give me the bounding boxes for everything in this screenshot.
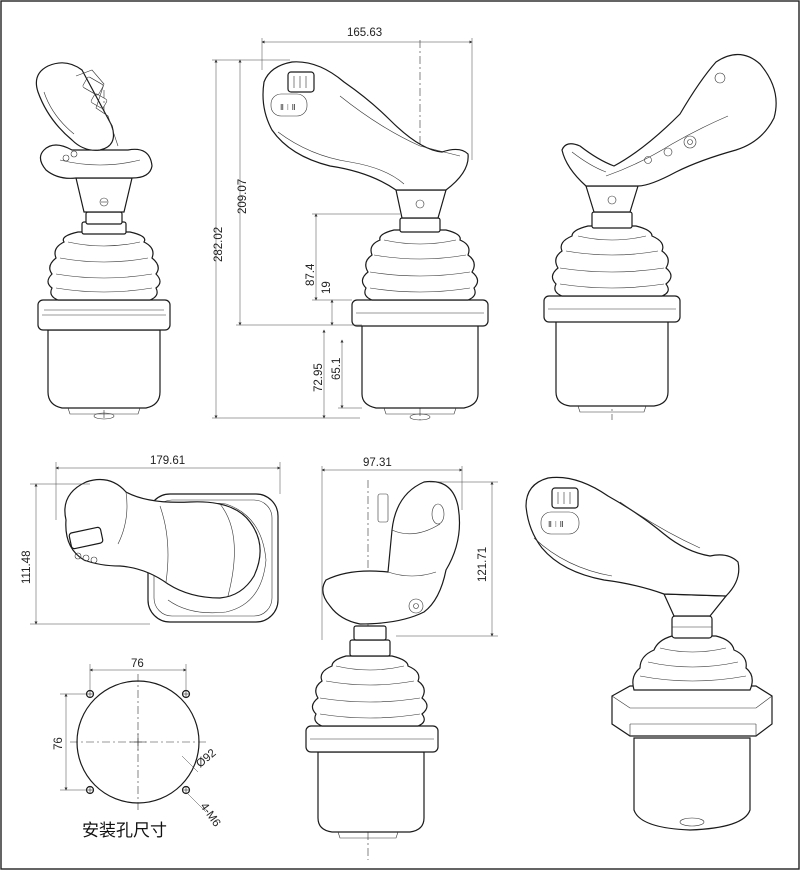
side-view: Ⅱ ⁝ Ⅱ [212,38,489,421]
dim-hole-spacing-x: 76 [131,658,144,670]
dim-top-depth: 111.48 [21,551,33,584]
dim-side-width: 165.63 [347,27,382,39]
rear-view [305,466,498,860]
dim-total-height: 282.02 [213,227,225,262]
dim-flange-thickness: 19 [321,281,333,294]
dim-handle-height: 209.07 [237,179,249,214]
dim-rear-width: 97.31 [363,457,392,469]
dim-rear-height: 121.71 [477,547,489,582]
svg-text:Ⅱ ⁝ Ⅱ: Ⅱ ⁝ Ⅱ [548,520,564,529]
dim-top-width: 179.61 [150,455,185,467]
top-view [30,462,281,625]
front-view [35,62,171,420]
isometric-view: Ⅱ ⁝ Ⅱ [525,476,773,831]
mounting-hole-caption: 安装孔尺寸 [82,821,167,841]
dim-base-height: 72.95 [313,363,325,392]
back-view [543,53,777,420]
svg-text:Ⅱ ⁝ Ⅱ: Ⅱ ⁝ Ⅱ [280,103,296,112]
dim-hole-spacing-y: 76 [53,737,65,750]
dim-body-height: 65.1 [331,358,343,380]
mounting-hole-pattern [60,664,207,813]
dim-boot-height: 87.4 [305,263,317,286]
dim-hole-thread: 4-M6 [198,801,223,829]
